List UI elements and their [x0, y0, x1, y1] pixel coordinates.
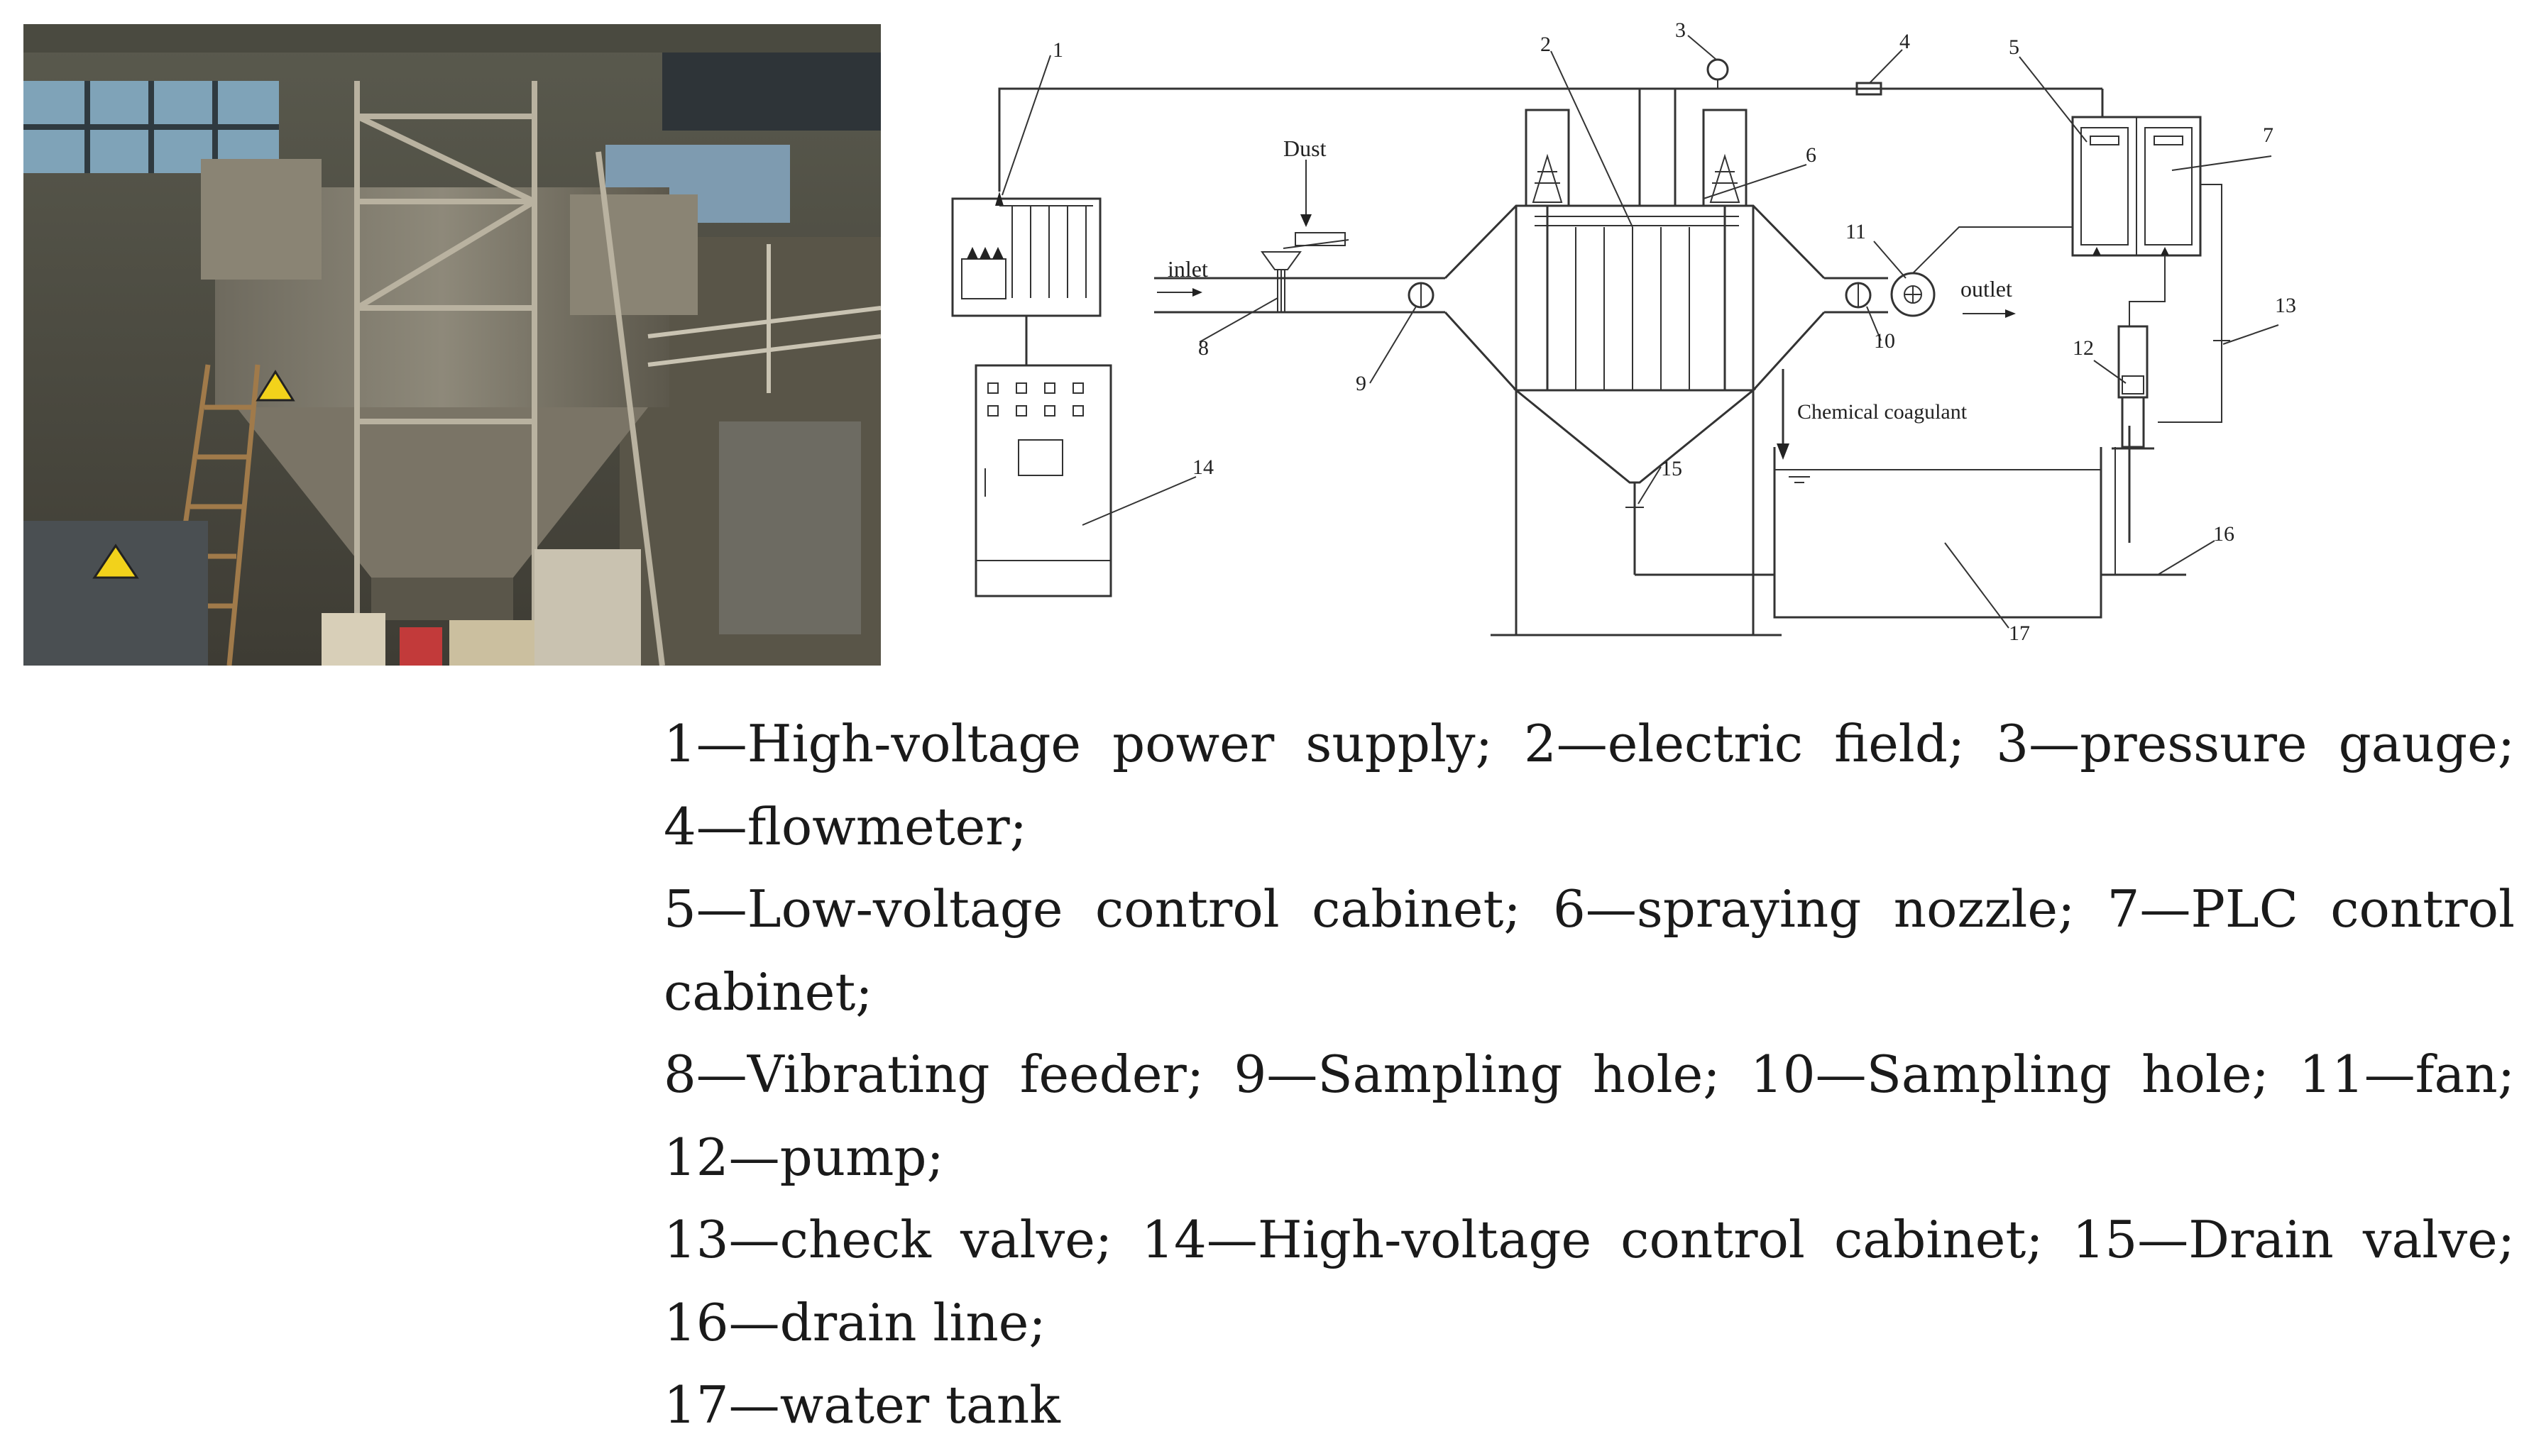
- label-17: 17: [2009, 622, 2030, 645]
- legend-line: 8—Vibrating feeder; 9—Sampling hole; 10—…: [664, 1044, 2515, 1104]
- legend-line: 16—drain line;: [664, 1292, 1046, 1352]
- label-8: 8: [1198, 336, 1209, 360]
- label-3: 3: [1675, 18, 1686, 42]
- inlet-duct: [1154, 277, 1445, 314]
- legend-line: 17—water tank: [664, 1375, 1060, 1435]
- label-15: 15: [1661, 457, 1682, 480]
- water-tank: [1773, 447, 2186, 619]
- outlet-duct: [1824, 272, 2016, 318]
- label-14: 14: [1192, 456, 1214, 479]
- label-7: 7: [2263, 123, 2273, 147]
- figure-legend: 1—High-voltage power supply; 2—electric …: [664, 702, 2515, 1447]
- legend-line: 12—pump;: [664, 1127, 944, 1187]
- label-11: 11: [1845, 220, 1866, 243]
- label-dust: Dust: [1283, 136, 1327, 161]
- vibrating-feeder: [1261, 160, 1349, 313]
- label-13: 13: [2275, 294, 2296, 317]
- high-voltage-power-supply: [951, 192, 1102, 317]
- label-6: 6: [1806, 143, 1816, 167]
- equipment-photo: [23, 24, 881, 666]
- label-12: 12: [2073, 336, 2094, 360]
- label-1: 1: [1053, 38, 1063, 62]
- label-5: 5: [2009, 35, 2019, 59]
- label-chemical-coagulant: Chemical coagulant: [1797, 400, 1968, 424]
- label-9: 9: [1356, 372, 1366, 395]
- legend-line: 4—flowmeter;: [664, 796, 1027, 856]
- label-4: 4: [1899, 30, 1910, 53]
- pump: [2112, 325, 2154, 450]
- label-2: 2: [1540, 33, 1551, 56]
- high-voltage-control-cabinet: [975, 364, 1112, 597]
- legend-line: 1—High-voltage power supply; 2—electric …: [664, 714, 2515, 773]
- label-10: 10: [1874, 329, 1895, 353]
- legend-line: cabinet;: [664, 961, 873, 1022]
- control-cabinets: [2071, 89, 2202, 257]
- label-inlet: inlet: [1168, 256, 1208, 282]
- label-16: 16: [2213, 522, 2234, 546]
- process-schematic: 1 2 3 4 5 6 7 8 9 10 11 12 13 14 15 16 1…: [951, 18, 2296, 645]
- legend-line: 13—check valve; 14—High-voltage control …: [664, 1210, 2515, 1269]
- legend-line: 5—Low-voltage control cabinet; 6—sprayin…: [664, 879, 2515, 939]
- label-outlet: outlet: [1960, 276, 2012, 302]
- electrostatic-precipitator: [1444, 89, 1826, 484]
